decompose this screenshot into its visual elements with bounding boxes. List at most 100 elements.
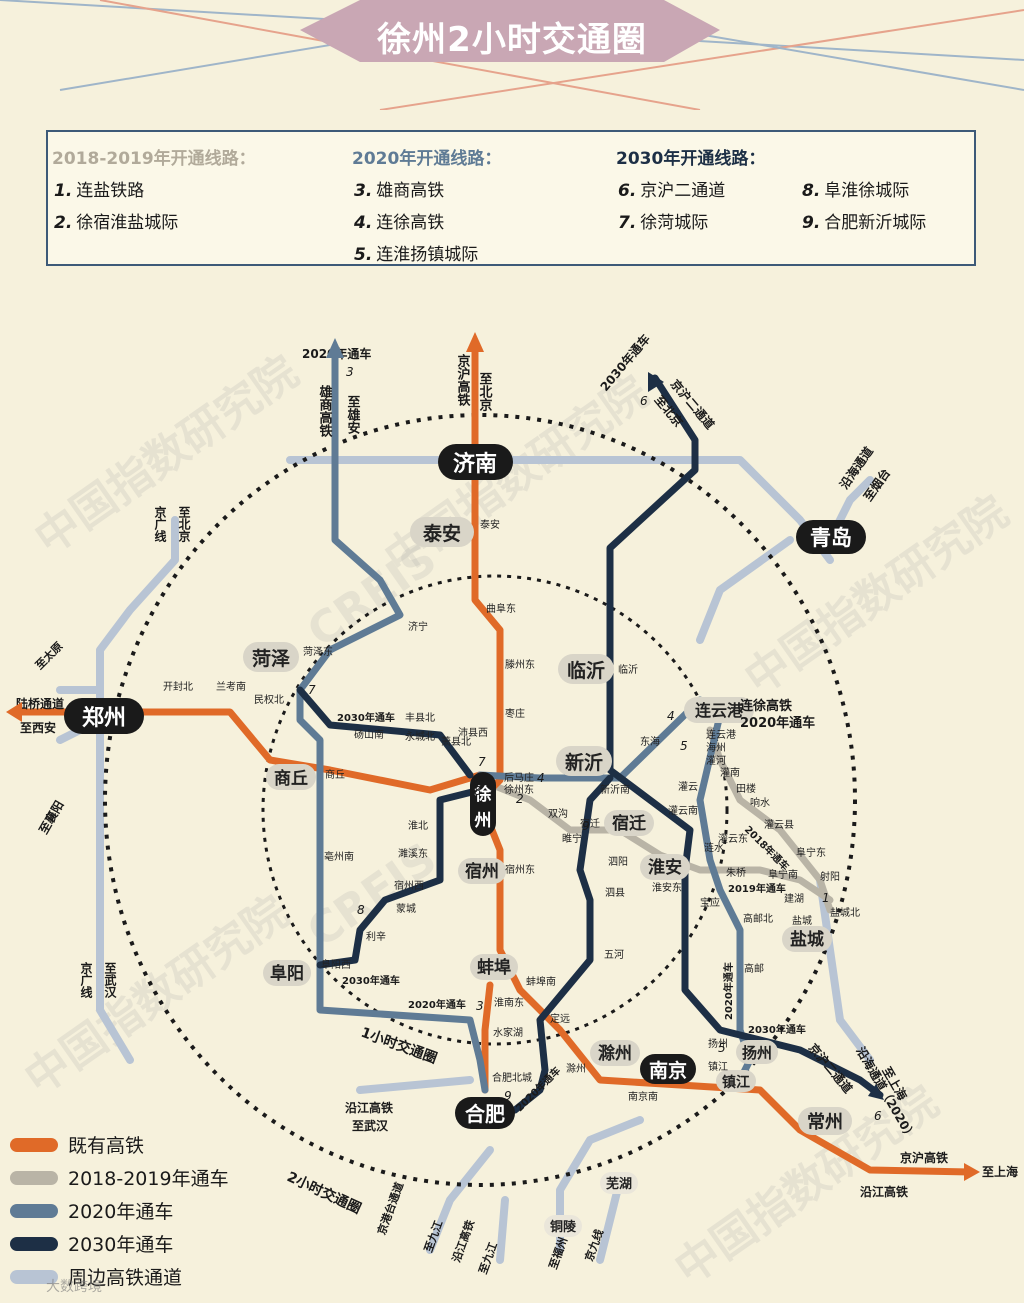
svg-text:阜宁南: 阜宁南 (768, 868, 798, 881)
svg-text:灌南: 灌南 (720, 766, 740, 779)
svg-text:新沂南: 新沂南 (600, 783, 630, 796)
svg-text:9: 9 (582, 819, 590, 833)
city-chuzhou: 滁州 (590, 1040, 640, 1066)
city-yancheng: 盐城 (782, 926, 832, 952)
svg-text:响水: 响水 (750, 796, 770, 809)
svg-text:水家湖: 水家湖 (493, 1026, 523, 1039)
svg-text:3: 3 (346, 365, 354, 379)
svg-text:泰安: 泰安 (422, 522, 461, 545)
key-2030: 2030年通车 (10, 1227, 229, 1260)
legend-item-1: 1.连盐铁路 (54, 181, 145, 201)
city-suqian: 宿迁 (604, 810, 654, 836)
svg-text:至北京: 至北京 (177, 506, 191, 543)
svg-text:兰考南: 兰考南 (216, 680, 246, 693)
svg-text:至武汉: 至武汉 (103, 962, 117, 999)
svg-text:临沂: 临沂 (618, 663, 638, 676)
svg-text:2020年通车: 2020年通车 (722, 962, 735, 1020)
one-hour-ring (261, 574, 729, 1046)
svg-text:至上海: 至上海 (982, 1164, 1018, 1179)
city-xuzhou: 徐州徐州 (470, 772, 496, 836)
city-hefei: 合肥 (455, 1097, 515, 1129)
svg-text:扬州: 扬州 (708, 1037, 728, 1050)
svg-text:滁州: 滁州 (598, 1043, 632, 1064)
svg-text:双沟: 双沟 (548, 807, 568, 820)
legend-item-8: 8.阜淮徐城际 (802, 181, 910, 201)
svg-text:开封北: 开封北 (163, 680, 193, 693)
svg-text:沿江高铁: 沿江高铁 (859, 1184, 908, 1199)
svg-text:7: 7 (308, 683, 316, 697)
svg-text:南京南: 南京南 (628, 1090, 658, 1103)
svg-text:菏泽东: 菏泽东 (303, 645, 333, 658)
svg-text:灌云东: 灌云东 (718, 832, 748, 845)
svg-text:泗阳: 泗阳 (608, 856, 628, 868)
svg-text:海州: 海州 (706, 741, 726, 754)
svg-text:亳州南: 亳州南 (324, 850, 354, 863)
legend-item-3: 3.雄商高铁 (354, 181, 445, 201)
svg-text:高邮北: 高邮北 (743, 912, 773, 925)
svg-text:滁州: 滁州 (566, 1062, 586, 1075)
svg-text:3: 3 (476, 999, 484, 1013)
svg-text:蚌埠南: 蚌埠南 (526, 975, 556, 988)
city-huaian: 淮安 (640, 854, 690, 880)
svg-text:济宁: 济宁 (408, 620, 428, 633)
banner-graphic (0, 0, 1024, 110)
svg-text:涟水: 涟水 (704, 841, 724, 854)
svg-text:2: 2 (516, 792, 524, 806)
svg-text:京广线: 京广线 (153, 505, 167, 543)
svg-text:2020年通车: 2020年通车 (740, 715, 815, 731)
svg-text:南京: 南京 (649, 1059, 687, 1082)
svg-text:芜湖: 芜湖 (606, 1176, 632, 1192)
svg-text:建湖: 建湖 (784, 892, 804, 905)
svg-text:5: 5 (718, 1041, 726, 1055)
svg-text:淮南东: 淮南东 (494, 996, 524, 1009)
svg-text:至北京: 至北京 (477, 372, 493, 412)
city-xinyi: 新沂 (556, 746, 612, 776)
city-shangqiu: 商丘 (266, 764, 316, 790)
city-bengbu: 蚌埠 (470, 954, 518, 980)
svg-text:陆桥通道: 陆桥通道 (16, 696, 64, 711)
city-tongling: 铜陵 (544, 1215, 582, 1237)
key-neighbor: 周边高铁通道 (10, 1260, 229, 1293)
svg-text:2020年通车: 2020年通车 (513, 1064, 563, 1114)
legend-item-9: 9.合肥新沂城际 (802, 213, 927, 233)
legend-item-6: 6.京沪二通道 (618, 181, 726, 201)
city-nanjing: 南京 (640, 1054, 696, 1084)
svg-text:射阳: 射阳 (820, 871, 840, 883)
svg-text:7: 7 (478, 755, 486, 769)
svg-text:济南: 济南 (453, 451, 497, 477)
svg-text:4: 4 (667, 709, 675, 723)
arrowheads (6, 332, 980, 1181)
rail-map: 济南 泰安 青岛 菏泽 郑州 商丘 临沂 新沂 连云港 宿迁 徐州徐州 宿州 淮… (6, 331, 1018, 1276)
svg-text:民权北: 民权北 (254, 693, 284, 706)
city-taian: 泰安 (410, 517, 474, 547)
svg-text:9: 9 (504, 1089, 512, 1103)
svg-text:京沪二通道: 京沪二通道 (806, 1040, 856, 1096)
svg-text:枣庄: 枣庄 (505, 707, 525, 720)
svg-text:盐城北: 盐城北 (830, 906, 860, 919)
svg-text:至西安: 至西安 (20, 720, 56, 735)
map-key: 既有高铁 2018-2019年通车 2020年通车 2030年通车 周边高铁通道 (10, 1128, 229, 1293)
city-linyi: 临沂 (558, 654, 614, 684)
svg-text:镇江: 镇江 (708, 1060, 728, 1073)
legend-group-2020: 2020年开通线路： (352, 149, 502, 169)
legend-item-5: 5.连淮扬镇城际 (354, 245, 479, 265)
svg-text:镇江: 镇江 (722, 1074, 750, 1091)
station-labels: 泰安 曲阜东 济宁 菏泽东 滕州东 枣庄 沛县西 丰县北 砀山南 永城北 萧县北… (163, 518, 860, 1103)
svg-text:2020年通车: 2020年通车 (408, 998, 466, 1011)
svg-text:2030年通车: 2030年通车 (748, 1023, 806, 1036)
svg-text:宿州西: 宿州西 (394, 879, 424, 892)
svg-text:合肥北城: 合肥北城 (492, 1071, 532, 1084)
svg-text:沛县西: 沛县西 (458, 726, 488, 739)
svg-text:合肥: 合肥 (465, 1102, 505, 1126)
svg-text:连云港: 连云港 (695, 701, 744, 720)
svg-text:淮安东: 淮安东 (652, 881, 682, 894)
svg-text:宿州: 宿州 (465, 861, 499, 882)
city-lianyungang: 连云港 (684, 697, 754, 723)
legend-item-7: 7.徐菏城际 (618, 213, 709, 233)
svg-text:宿州东: 宿州东 (505, 863, 535, 876)
svg-text:6: 6 (874, 1109, 882, 1123)
svg-text:朱桥: 朱桥 (726, 867, 746, 879)
svg-text:1小时交通圈: 1小时交通圈 (359, 1024, 440, 1067)
svg-text:雄商高铁: 雄商高铁 (317, 384, 334, 438)
city-heze: 菏泽 (243, 642, 299, 672)
